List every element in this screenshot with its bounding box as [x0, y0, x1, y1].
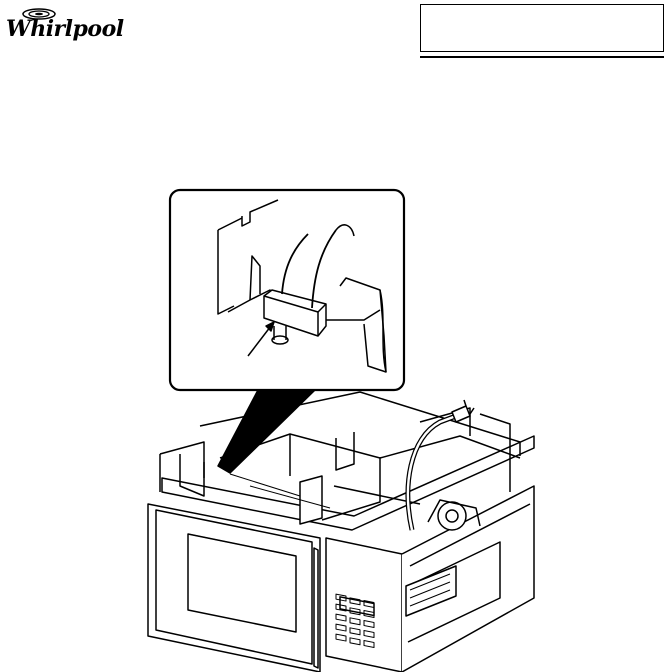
control-panel — [325, 537, 403, 672]
header-rule — [420, 56, 664, 58]
thermal-fuse-icon — [263, 289, 327, 345]
microwave-cutaway-figure — [147, 188, 535, 672]
power-cord-plug-icon — [405, 399, 475, 531]
magnified-detail-inset — [168, 188, 406, 392]
whirlpool-swirl-icon — [22, 8, 56, 20]
microwave-oven-cutaway-icon — [147, 391, 535, 672]
brand-name: Whirlpool — [6, 16, 124, 42]
whirlpool-logo: Whirlpool — [6, 8, 124, 44]
document-number-box — [420, 4, 664, 52]
callout-pointer — [217, 389, 316, 474]
